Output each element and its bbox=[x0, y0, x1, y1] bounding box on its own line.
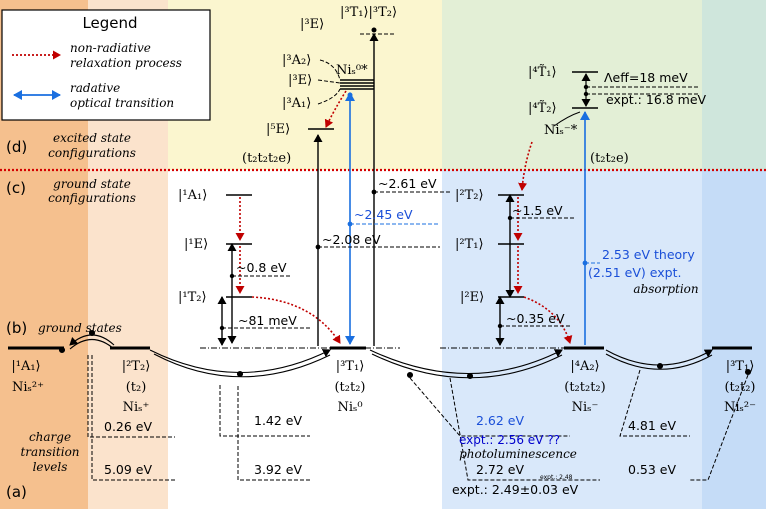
neutral-top-3T1-3T2: |³T₁⟩|³T₂⟩ bbox=[340, 5, 397, 20]
anion-lambda: Λeff=18 meV bbox=[604, 70, 688, 85]
panel-d-line1: excited state bbox=[53, 131, 131, 145]
panel-a-line2: transition bbox=[20, 445, 79, 459]
level-2.62-note: photoluminescence bbox=[459, 447, 577, 461]
anion-expt-label: (2.51 eV) expt. bbox=[588, 265, 681, 280]
neutral-excited-species: Niₛ⁰* bbox=[336, 63, 368, 78]
neutral-excited-config: (t₂t₂t₂e) bbox=[242, 151, 291, 166]
panel-a-line1: charge bbox=[29, 430, 71, 444]
charge-transition-arcs bbox=[58, 329, 752, 380]
cation-config: (t₂) bbox=[126, 380, 147, 395]
legend-title: Legend bbox=[82, 14, 137, 32]
panel-c-line2: configurations bbox=[48, 191, 136, 205]
neutral-level-1E: |¹E⟩ bbox=[184, 237, 208, 252]
anion-gap-0.35: ~0.35 eV bbox=[506, 311, 565, 326]
legend-box: Legend non-radiative relaxation process … bbox=[1, 9, 211, 121]
legend-radiative-line2: optical transition bbox=[70, 96, 174, 110]
anion-theory-label: 2.53 eV theory bbox=[602, 247, 695, 262]
panel-b-text: ground states bbox=[38, 321, 122, 335]
neutral-gap-2.61: ~2.61 eV bbox=[378, 176, 437, 191]
neutral-config: (t₂t₂) bbox=[334, 380, 365, 395]
anion-excited-species: Niₛ⁻* bbox=[544, 123, 578, 138]
anion-species: Niₛ⁻ bbox=[572, 400, 599, 415]
level-0.26: 0.26 eV bbox=[104, 419, 152, 434]
anion-config: (t₂t₂t₂) bbox=[564, 380, 605, 395]
cation-ket: |²T₂⟩ bbox=[122, 359, 151, 374]
band-dianion-excited bbox=[702, 0, 766, 170]
anion-level-2T1: |²T₁⟩ bbox=[455, 237, 484, 252]
legend-nonradiative-line1: non-radiative bbox=[70, 41, 151, 55]
legend-nonradiative-line2: relaxation process bbox=[70, 56, 182, 70]
level-5.09: 5.09 eV bbox=[104, 462, 152, 477]
anion-absorption-label: absorption bbox=[633, 282, 698, 296]
band-neutral-excited bbox=[168, 0, 442, 170]
neutral-ground-levels: |¹A₁⟩ |¹E⟩ |¹T₂⟩ ~0.8 eV ~81 meV bbox=[178, 188, 341, 346]
panel-a-letter: (a) bbox=[6, 483, 27, 501]
level-2.72-expt-small: expt.: 2.48 bbox=[540, 474, 573, 481]
panel-d-line2: configurations bbox=[48, 146, 136, 160]
panel-c-letter: (c) bbox=[6, 179, 26, 197]
legend-radiative-line1: radative bbox=[70, 81, 120, 95]
transition-level-leaders bbox=[87, 355, 749, 481]
panel-labels: (d) excited state configurations (c) gro… bbox=[6, 131, 136, 501]
neutral-gap-0.8: ~0.8 eV bbox=[236, 260, 287, 275]
anion-level-4T1: |⁴T̃₁⟩ bbox=[528, 64, 557, 80]
panel-d-letter: (d) bbox=[6, 138, 27, 156]
neutral-excited-levels: |³E⟩ |³T₁⟩|³T₂⟩ |³A₂⟩ |³E⟩ |³A₁⟩ |⁵E⟩ Ni… bbox=[242, 5, 397, 166]
level-2.72-expt: expt.: 2.49±0.03 eV bbox=[452, 482, 579, 497]
level-1.42: 1.42 eV bbox=[254, 413, 302, 428]
anion-excited-levels: |⁴T̃₁⟩ |⁴T̃₂⟩ Λeff=18 meV expt.: 16.8 me… bbox=[518, 64, 707, 191]
level-4.81: 4.81 eV bbox=[628, 418, 676, 433]
band-anion-excited bbox=[442, 0, 702, 170]
dianion-config: (t₂t₂) bbox=[724, 380, 755, 395]
dication-ket: |¹A₁⟩ bbox=[11, 359, 40, 374]
neutral-level-5E: |⁵E⟩ bbox=[266, 122, 290, 137]
neutral-gap-81meV: ~81 meV bbox=[238, 313, 297, 328]
neutral-vertical-transitions: ~2.08 eV ~2.45 eV ~2.61 eV bbox=[313, 33, 450, 346]
dication-species: Niₛ²⁺ bbox=[12, 380, 44, 395]
anion-level-4T2: |⁴T̃₂⟩ bbox=[528, 100, 557, 116]
transition-level-labels: 0.26 eV 5.09 eV 1.42 eV 3.92 eV 2.62 eV … bbox=[104, 413, 676, 497]
neutral-level-1A1: |¹A₁⟩ bbox=[178, 188, 207, 203]
neutral-level-3E: |³E⟩ bbox=[288, 73, 312, 88]
neutral-gap-2.08: ~2.08 eV bbox=[322, 232, 381, 247]
panel-c-line1: ground state bbox=[53, 177, 131, 191]
neutral-level-3A2: |³A₂⟩ bbox=[282, 53, 311, 68]
panel-b-letter: (b) bbox=[6, 319, 27, 337]
level-2.62: 2.62 eV bbox=[476, 413, 524, 428]
neutral-ket: |³T₁⟩ bbox=[336, 359, 365, 374]
anion-level-2T2: |²T₂⟩ bbox=[455, 188, 484, 203]
anion-optical-transition: 2.53 eV theory (2.51 eV) expt. absorptio… bbox=[580, 111, 699, 345]
anion-ket: |⁴A₂⟩ bbox=[570, 359, 599, 374]
anion-gap-1.5: ~1.5 eV bbox=[512, 203, 563, 218]
neutral-top-3E: |³E⟩ bbox=[300, 17, 324, 32]
anion-ground-levels: |²T₂⟩ |²T₁⟩ |²E⟩ ~1.5 eV ~0.35 eV bbox=[455, 188, 575, 346]
anion-excited-config: (t₂t₂e) bbox=[590, 151, 629, 166]
neutral-level-1T2: |¹T₂⟩ bbox=[178, 290, 207, 305]
anion-lambda-expt: expt.: 16.8 meV bbox=[606, 92, 707, 107]
level-2.72: 2.72 eV bbox=[476, 462, 524, 477]
anion-level-2E: |²E⟩ bbox=[460, 290, 484, 305]
level-2.62-expt: expt.: 2.56 eV ?? bbox=[459, 433, 560, 447]
neutral-level-3A1: |³A₁⟩ bbox=[282, 96, 311, 111]
level-3.92: 3.92 eV bbox=[254, 462, 302, 477]
level-0.53: 0.53 eV bbox=[628, 462, 676, 477]
panel-a-line3: levels bbox=[33, 460, 68, 474]
dianion-species: Niₛ²⁻ bbox=[724, 400, 756, 415]
neutral-species: Niₛ⁰ bbox=[337, 400, 362, 415]
cation-species: Niₛ⁺ bbox=[123, 400, 150, 415]
neutral-gap-2.45: ~2.45 eV bbox=[354, 207, 413, 222]
